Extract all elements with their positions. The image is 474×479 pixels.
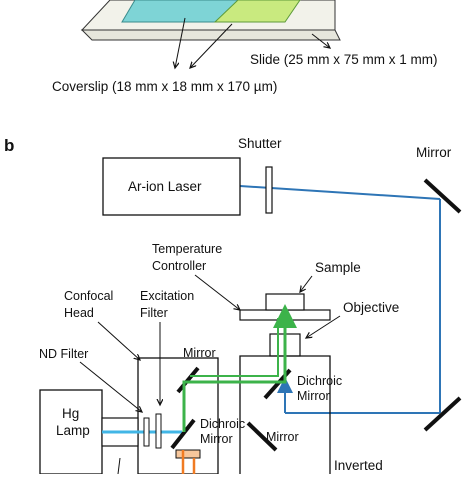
mirror-head-label: Mirror	[183, 346, 216, 360]
mirror-bottom-label: Mirror	[266, 430, 299, 444]
excitation-beam	[182, 304, 297, 432]
confocal-pointer	[97, 321, 140, 360]
laser-beam-horizontal	[239, 185, 441, 200]
coverslip-pointer-2	[190, 23, 233, 68]
dichroic-mirror-head	[170, 418, 196, 450]
sample	[265, 293, 305, 311]
hg-lamp-label-2: Lamp	[56, 423, 90, 438]
objective-pointer	[306, 315, 341, 338]
shutter-label: Shutter	[238, 136, 282, 151]
laser-label: Ar-ion Laser	[128, 179, 202, 194]
mirror-head	[176, 366, 200, 394]
excitation-label-2: Filter	[140, 306, 168, 320]
temperature-controller-label-1: Temperature	[152, 242, 222, 256]
hg-lamp-label-1: Hg	[62, 406, 79, 421]
temperature-pointer	[194, 274, 240, 310]
sample-label: Sample	[315, 260, 361, 275]
inverted-label: Inverted	[334, 458, 383, 473]
mirror-top-right	[423, 178, 462, 214]
objective-label: Objective	[343, 300, 399, 315]
ar-ion-laser	[102, 157, 241, 216]
shutter	[265, 166, 273, 214]
confocal-label-1: Confocal	[64, 289, 113, 303]
lamp-pointer	[117, 457, 121, 475]
mirror-top-label: Mirror	[416, 145, 452, 160]
excitation-filter	[155, 413, 162, 449]
excitation-label-1: Excitation	[140, 289, 194, 303]
coverslip-label: Coverslip (18 mm x 18 mm x 170 µm)	[52, 79, 277, 94]
panel-a: Slide (25 mm x 75 mm x 1 mm) Coverslip (…	[52, 0, 438, 94]
sample-pointer	[300, 275, 313, 292]
temperature-controller-label-2: Controller	[152, 259, 206, 273]
dichroic-label-1: Dichroic	[297, 374, 342, 388]
panel-letter: b	[4, 136, 14, 155]
return-beam	[190, 318, 279, 377]
confocal-label-2: Head	[64, 306, 94, 320]
nd-filter	[143, 417, 150, 447]
mirror-bottom-right	[423, 396, 462, 432]
detector-block	[175, 449, 201, 459]
coverslip-right	[213, 0, 301, 23]
dichroic-label-2: Mirror	[297, 389, 330, 403]
glass-slide	[80, 29, 341, 41]
slide-pointer	[311, 33, 330, 48]
nd-filter-pointer	[79, 361, 142, 412]
panel-b: b Ar-ion Laser Shutter Mirror Temperatur…	[4, 136, 462, 475]
nd-filter-label: ND Filter	[39, 347, 88, 361]
dichroic-head-label-1: Dichroic	[200, 417, 245, 431]
mirror-microscope-bottom	[246, 421, 278, 452]
dichroic-head-label-2: Mirror	[200, 432, 233, 446]
slide-label: Slide (25 mm x 75 mm x 1 mm)	[250, 52, 438, 67]
coverslip-pointer-1	[175, 17, 186, 68]
